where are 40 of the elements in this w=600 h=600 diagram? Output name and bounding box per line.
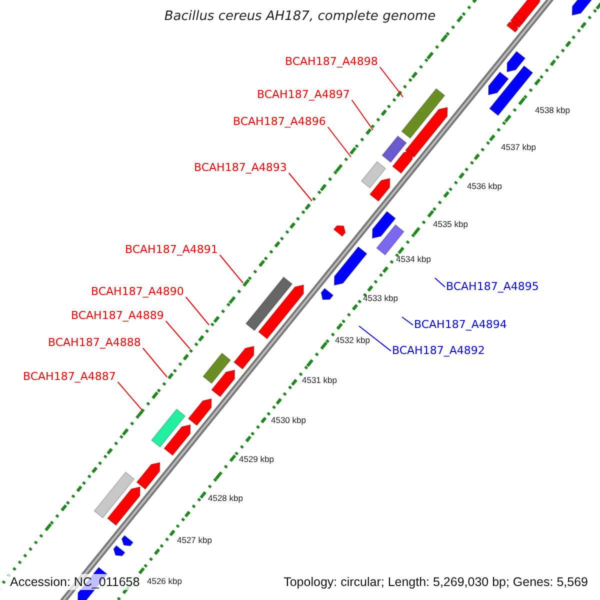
position-label: 4527 kbp bbox=[177, 534, 212, 546]
gene-label: BCAH187_A4898 bbox=[285, 55, 378, 69]
position-label: 4536 kbp bbox=[467, 180, 502, 192]
genome-info-text: Accession: NC_011658 bbox=[8, 574, 142, 590]
gene-label: BCAH187_A4896 bbox=[233, 115, 326, 129]
gene-label: BCAH187_A4895 bbox=[446, 280, 539, 294]
leader-line bbox=[185, 296, 210, 326]
gene-label: BCAH187_A4892 bbox=[392, 344, 485, 358]
leader-line bbox=[434, 278, 446, 288]
leader-line bbox=[165, 320, 190, 350]
genome-info-text: Topology: circular; Length: 5,269,030 bp; Genes: 5,569 bbox=[282, 574, 590, 590]
gene-label: BCAH187_A4887 bbox=[23, 370, 116, 384]
position-label: 4537 kbp bbox=[501, 142, 536, 152]
position-label: 4529 kbp bbox=[239, 454, 274, 464]
gene-label: BCAH187_A4891 bbox=[125, 243, 218, 257]
gene-label: BCAH187_A4893 bbox=[194, 161, 287, 175]
position-label: 4526 kbp bbox=[147, 576, 182, 586]
gene-label: BCAH187_A4889 bbox=[71, 309, 164, 323]
gene-label: BCAH187_A4897 bbox=[257, 88, 350, 102]
leader-line bbox=[358, 326, 392, 352]
leader-line bbox=[379, 66, 404, 98]
leader-line bbox=[117, 382, 142, 410]
position-label: 4532 kbp bbox=[335, 334, 370, 346]
gene-label: BCAH187_A4888 bbox=[48, 336, 141, 350]
position-label: 4535 kbp bbox=[433, 218, 468, 230]
map-title: Bacillus cereus AH187, complete genome bbox=[164, 9, 436, 25]
position-label: 4531 kbp bbox=[302, 374, 337, 386]
gene-label: BCAH187_A4890 bbox=[91, 285, 184, 299]
leader-line bbox=[288, 172, 312, 202]
position-label: 4534 kbp bbox=[396, 254, 431, 264]
leader-line bbox=[219, 254, 244, 284]
position-label: 4530 kbp bbox=[271, 414, 306, 426]
leader-line bbox=[351, 100, 374, 130]
leader-line bbox=[402, 316, 414, 326]
leader-line bbox=[327, 126, 352, 158]
position-label: 4528 kbp bbox=[208, 492, 243, 504]
position-label: 4533 kbp bbox=[363, 292, 398, 304]
gene-label: BCAH187_A4894 bbox=[414, 318, 507, 332]
position-label: 4538 kbp bbox=[535, 104, 570, 116]
leader-line bbox=[142, 348, 168, 378]
